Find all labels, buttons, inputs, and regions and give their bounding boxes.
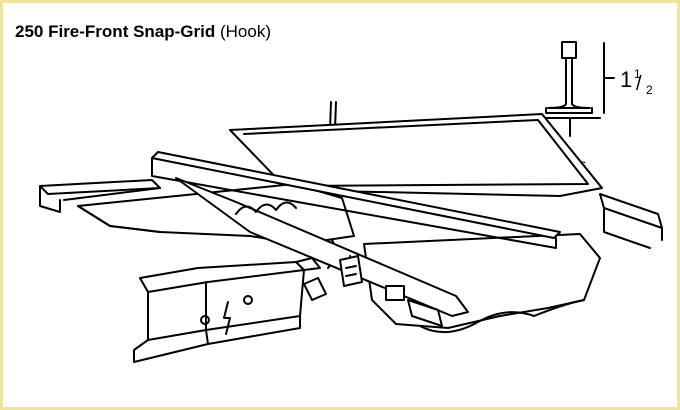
svg-text:/: / [636,73,642,95]
height-dimension [603,42,615,114]
cross-tee [133,257,327,363]
title-variant: (Hook) [219,22,271,41]
main-runner [151,151,561,327]
title-product: 250 Fire-Front Snap-Grid [15,22,216,41]
height-whole: 1 [620,67,632,92]
width-dimension [541,117,601,137]
tee-profile-icon [545,41,593,114]
height-numerator: 1 [634,67,641,81]
diagram-title: 250 Fire-Front Snap-Grid (Hook) [15,22,271,42]
height-denominator: 2 [646,83,653,97]
left-wall-angle [39,179,161,213]
hook-connector [339,255,363,287]
right-wall-angle [599,193,663,249]
